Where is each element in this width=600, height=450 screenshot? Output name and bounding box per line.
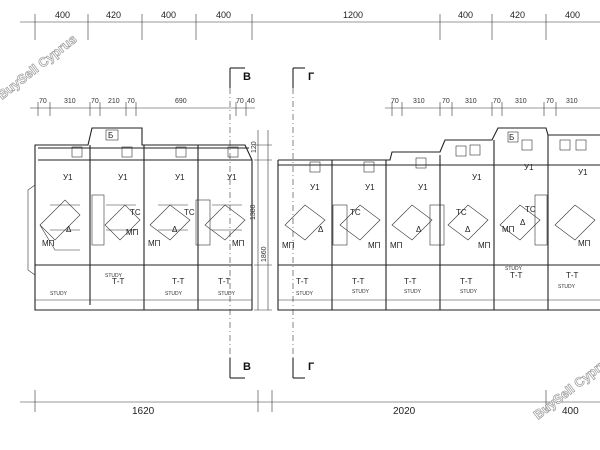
sub-dim-r2: 310 <box>413 98 425 105</box>
bath-label: МП <box>390 241 403 250</box>
section-marks-top: В Г <box>229 67 315 88</box>
hall-label: Δ <box>66 225 72 234</box>
living-label: У1 <box>118 173 128 182</box>
living-label: У1 <box>227 173 237 182</box>
sub-dim-r1: 70 <box>391 98 399 105</box>
bath-label: МП <box>126 228 139 237</box>
room-labels-right: У1 У1 У1 У1 У1 У1 Б ТС ТС ТС МП МП МП МП… <box>282 133 591 297</box>
bath-label: МП <box>232 239 245 248</box>
kitchen-label: ТС <box>525 205 536 214</box>
study-code-label: Т-Т <box>460 277 473 286</box>
bath-label: МП <box>42 239 55 248</box>
living-label: У1 <box>310 183 320 192</box>
living-label: У1 <box>365 183 375 192</box>
bath-label: МП <box>578 239 591 248</box>
study-label: STUDY <box>505 266 523 272</box>
bath-label: МП <box>148 239 161 248</box>
study-code-label: Т-Т <box>218 277 231 286</box>
top-dim-mid: 1200 <box>343 10 363 20</box>
kitchen-label: ТС <box>456 208 467 217</box>
bath-label: МП <box>502 225 515 234</box>
top-dimension-line: 400 420 400 400 1200 400 420 400 <box>20 10 600 40</box>
watermark-top-left: BuySell Cyprus <box>0 31 80 102</box>
balcony-label: Б <box>509 133 514 142</box>
sub-dim-r5: 70 <box>493 98 501 105</box>
study-label: STUDY <box>50 291 68 297</box>
sub-dim-l1: 70 <box>39 98 47 105</box>
living-label: У1 <box>418 183 428 192</box>
sub-dimensions-right: 70 310 70 310 70 310 70 310 <box>385 98 600 116</box>
hall-label: Δ <box>318 225 324 234</box>
side-dim-1: 120 <box>251 141 258 153</box>
sub-dim-r8: 310 <box>566 98 578 105</box>
study-label: STUDY <box>296 291 314 297</box>
living-label: У1 <box>63 173 73 182</box>
study-label: STUDY <box>460 289 478 295</box>
study-label: STUDY <box>404 289 422 295</box>
living-label: У1 <box>524 163 534 172</box>
side-dim-3: 1860 <box>261 246 268 262</box>
top-dim-3: 400 <box>161 10 176 20</box>
sub-dim-l7: 70 <box>236 98 244 105</box>
bottom-dim-1: 1620 <box>132 406 155 417</box>
study-label: STUDY <box>218 291 236 297</box>
top-dim-2: 420 <box>106 10 121 20</box>
study-code-label: Т-Т <box>112 277 125 286</box>
sub-dim-l6: 690 <box>175 98 187 105</box>
study-code-label: Т-Т <box>404 277 417 286</box>
side-dimensions: 120 1380 1860 <box>250 130 272 311</box>
sub-dim-l3: 70 <box>91 98 99 105</box>
top-dim-1: 400 <box>55 10 70 20</box>
bottom-dim-3: 400 <box>562 406 579 417</box>
sub-dim-l4: 210 <box>108 98 120 105</box>
study-code-label: Т-Т <box>296 277 309 286</box>
study-code-label: Т-Т <box>352 277 365 286</box>
top-dim-6: 400 <box>458 10 473 20</box>
living-label: У1 <box>175 173 185 182</box>
bath-label: МП <box>478 241 491 250</box>
top-dim-7: 420 <box>510 10 525 20</box>
bottom-dimension-line: 1620 2020 400 <box>20 390 600 417</box>
study-code-label: Т-Т <box>172 277 185 286</box>
sub-dimensions-left: 70 310 70 210 70 690 70 40 <box>30 98 255 116</box>
top-dim-4: 400 <box>216 10 231 20</box>
study-label: STUDY <box>558 284 576 290</box>
sub-dim-r6: 310 <box>515 98 527 105</box>
hall-label: Δ <box>465 225 471 234</box>
section-mark-g-bottom: Г <box>308 361 315 373</box>
section-mark-v-bottom: В <box>243 361 251 373</box>
sub-dim-l5: 70 <box>127 98 135 105</box>
kitchen-label: ТС <box>350 208 361 217</box>
balcony-label: Б <box>108 131 113 140</box>
study-label: STUDY <box>352 289 370 295</box>
bath-label: МП <box>282 241 295 250</box>
room-labels-left: У1 У1 У1 У1 Б ТС ТС МП МП МП МП Δ Δ Т-Т … <box>42 131 245 297</box>
building-right-block <box>277 127 600 311</box>
study-code-label: Т-Т <box>510 271 523 280</box>
kitchen-label: ТС <box>130 208 141 217</box>
study-code-label: Т-Т <box>566 271 579 280</box>
hall-label: Δ <box>520 218 526 227</box>
top-dim-8: 400 <box>565 10 580 20</box>
sub-dim-l8: 40 <box>247 98 255 105</box>
hall-label: Δ <box>172 225 178 234</box>
sub-dim-r3: 70 <box>442 98 450 105</box>
study-label: STUDY <box>105 273 123 279</box>
building-left-block <box>27 127 253 311</box>
hall-label: Δ <box>416 225 422 234</box>
bottom-dim-2: 2020 <box>393 406 416 417</box>
section-mark-v-top: В <box>243 71 251 83</box>
living-label: У1 <box>472 173 482 182</box>
bath-label: МП <box>368 241 381 250</box>
kitchen-label: ТС <box>184 208 195 217</box>
section-marks-bottom: В Г <box>229 358 315 379</box>
section-mark-g-top: Г <box>308 71 315 83</box>
sub-dim-l2: 310 <box>64 98 76 105</box>
study-label: STUDY <box>165 291 183 297</box>
side-dim-2: 1380 <box>250 204 257 220</box>
sub-dim-r7: 70 <box>546 98 554 105</box>
living-label: У1 <box>578 168 588 177</box>
sub-dim-r4: 310 <box>465 98 477 105</box>
